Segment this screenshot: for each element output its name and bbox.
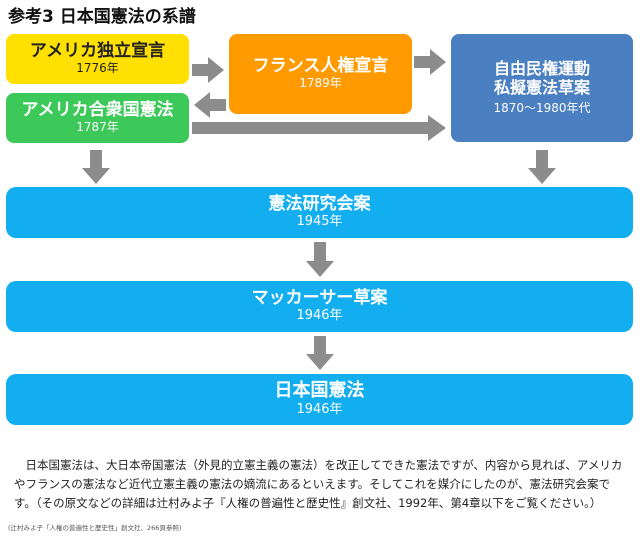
node-french-declaration: フランス人権宣言 1789年 bbox=[229, 34, 412, 114]
node-year: 1870～1980年代 bbox=[493, 101, 591, 116]
node-us-constitution: アメリカ合衆国憲法 1787年 bbox=[6, 93, 189, 143]
node-label-line1: 自由民権運動 bbox=[493, 59, 590, 79]
node-label-line2: 私擬憲法草案 bbox=[493, 78, 590, 98]
node-us-independence: アメリカ独立宣言 1776年 bbox=[6, 34, 189, 84]
node-nihonkoku: 日本国憲法 1946年 bbox=[6, 374, 633, 425]
node-label: アメリカ独立宣言 bbox=[29, 41, 166, 61]
arrow-kenkyukai-to-macarthur bbox=[306, 242, 334, 277]
explanation-paragraph: 日本国憲法は、大日本帝国憲法（外見的立憲主義の憲法）を改正してできた憲法ですが、… bbox=[14, 458, 623, 510]
node-year: 1946年 bbox=[296, 308, 343, 324]
arrow-independence-to-french bbox=[192, 57, 224, 83]
source-note: (辻村みよ子「人権の普遍性と歴史性」創文社、266頁参照) bbox=[8, 524, 182, 532]
node-jiyu-minken: 自由民権運動 私擬憲法草案 1870～1980年代 bbox=[451, 34, 633, 142]
arrow-constitution-to-minken bbox=[192, 115, 446, 141]
node-year: 1945年 bbox=[296, 214, 343, 230]
node-macarthur: マッカーサー草案 1946年 bbox=[6, 281, 633, 332]
node-year: 1789年 bbox=[299, 76, 342, 91]
node-year: 1946年 bbox=[296, 401, 343, 417]
node-label: アメリカ合衆国憲法 bbox=[21, 100, 174, 120]
node-year: 1787年 bbox=[76, 120, 119, 135]
arrow-constitution-to-kenkyukai bbox=[82, 150, 110, 184]
node-kenpo-kenkyukai: 憲法研究会案 1945年 bbox=[6, 187, 633, 238]
arrow-macarthur-to-nihonkoku bbox=[306, 336, 334, 370]
node-label: 日本国憲法 bbox=[274, 380, 365, 402]
node-label: フランス人権宣言 bbox=[252, 56, 389, 76]
node-label: 憲法研究会案 bbox=[268, 193, 371, 214]
arrow-minken-to-kenkyukai bbox=[528, 150, 556, 184]
arrow-french-to-constitution bbox=[194, 92, 226, 118]
node-label: マッカーサー草案 bbox=[251, 287, 388, 308]
node-year: 1776年 bbox=[76, 61, 119, 76]
arrow-french-to-minken bbox=[414, 49, 446, 75]
figure-title: 参考3 日本国憲法の系譜 bbox=[8, 7, 196, 27]
